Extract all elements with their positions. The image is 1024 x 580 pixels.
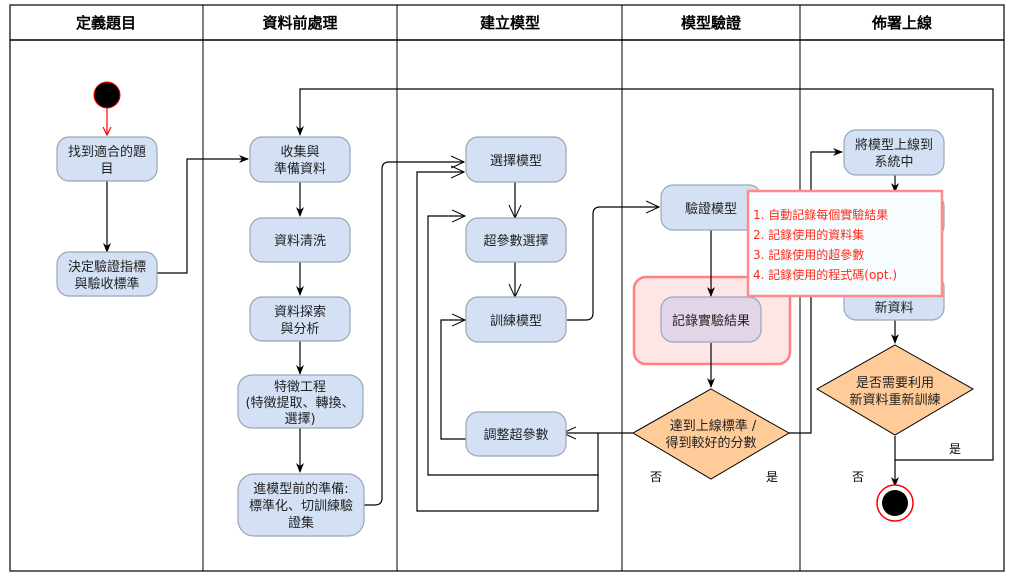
edge-label-quality-no: 否 [650,470,662,484]
node-select-model[interactable]: 選擇模型 [465,136,567,183]
note-item: 2. 記錄使用的資料集 [753,227,864,242]
node-label: 決定驗證指標 [68,259,146,275]
node-shape [465,296,567,343]
node-label: 超參數選擇 [483,233,548,249]
decision-label: 達到上線標準 / [670,418,757,434]
decision-retrain[interactable]: 是否需要利用 新資料重新訓練 [815,344,975,436]
edge-train-to-verify [567,207,659,321]
node-label: 選擇模型 [490,153,542,169]
edge-label-quality-yes: 是 [766,470,778,484]
node-label: 選擇) [284,411,315,427]
node-label: 找到適合的題 [68,144,146,160]
decision-label: 新資料重新訓練 [849,392,940,408]
initial-node[interactable] [93,81,121,109]
node-label: 證集 [288,515,314,531]
edge-label-retrain-yes: 是 [949,442,961,456]
node-shape [56,251,158,297]
lane-title-validate: 模型驗證 [681,14,742,32]
node-label: 進模型前的準備: [253,481,348,497]
node-label: 與分析 [280,322,319,337]
node-label: 資料探索 [274,305,326,320]
node-label: 資料清洗 [274,234,326,249]
node-shape [249,136,351,183]
node-label: 驗證模型 [685,201,737,217]
node-label: 調整超參數 [483,428,548,443]
node-tune[interactable]: 調整超參數 [465,411,567,457]
decision-label: 得到較好的分數 [665,435,756,451]
node-label: 準備資料 [274,161,326,177]
edge-tune-to-train [440,320,466,440]
decision-quality[interactable]: 達到上線標準 / 得到較好的分數 [631,388,791,480]
node-shape [237,374,364,429]
node-shape [843,129,945,176]
node-shape [249,296,351,342]
node-label: 標準化、切訓練驗 [249,498,353,514]
decision-shape [815,344,975,436]
node-prepare[interactable]: 進模型前的準備: 標準化、切訓練驗 證集 [237,473,365,537]
node-shape [465,411,567,457]
node-shape [237,473,365,537]
lane-title-preprocess: 資料前處理 [262,14,337,32]
edge-prepare-to-select-model [364,162,464,506]
node-label: 新資料 [874,300,913,316]
edge-decide-metric-to-collect [157,155,249,274]
note-callout[interactable]: 1. 自動記錄每個實驗結果 2. 記錄使用的資料集 3. 記錄使用的超參數 4.… [746,189,944,298]
note-item: 1. 自動記錄每個實驗結果 [753,207,888,222]
edges [107,88,994,512]
node-shape [249,217,351,263]
node-shape [465,217,567,263]
node-label: 目 [100,162,113,177]
edge-loop-to-select-model [416,172,599,512]
edge-retrain-yes-to-collect [296,88,994,461]
node-label: 特徵工程 [274,380,326,395]
node-verify[interactable]: 驗證模型 [660,184,762,231]
node-collect[interactable]: 收集與 準備資料 [249,136,351,183]
note-box [746,189,944,298]
edge-label-retrain-no: 否 [852,470,864,484]
node-label: (特徵提取、轉換、 [245,395,354,411]
node-hyper-select[interactable]: 超參數選擇 [465,217,567,263]
node-record[interactable]: 記錄實驗結果 [660,296,762,343]
decision-shape [631,388,791,480]
node-label: 記錄實驗結果 [672,313,750,329]
node-feature[interactable]: 特徵工程 (特徵提取、轉換、 選擇) [237,374,364,429]
node-find-topic[interactable]: 找到適合的題 目 [56,136,158,182]
final-node-core [882,490,908,516]
node-shape [465,136,567,183]
node-shape [660,296,762,343]
note-item: 3. 記錄使用的超參數 [753,247,864,262]
node-shape [56,136,158,182]
node-deploy-system[interactable]: 將模型上線到 系統中 [843,129,945,176]
node-label: 訓練模型 [490,313,542,329]
node-clean[interactable]: 資料清洗 [249,217,351,263]
node-decide-metric[interactable]: 決定驗證指標 與驗收標準 [56,251,158,297]
final-node[interactable] [876,484,914,522]
decision-label: 是否需要利用 [856,376,934,391]
node-explore[interactable]: 資料探索 與分析 [249,296,351,342]
lane-title-define: 定義題目 [76,14,136,32]
node-label: 將模型上線到 [855,137,933,153]
edge-loop-to-hyper-select [427,216,599,476]
node-label: 收集與 [280,144,319,160]
node-train[interactable]: 訓練模型 [465,296,567,343]
node-label: 與驗收標準 [74,276,139,292]
node-label: 系統中 [874,155,913,170]
lane-title-build: 建立模型 [480,14,540,32]
note-item: 4. 記錄使用的程式碼(opt.) [753,267,897,282]
lane-title-deploy: 佈署上線 [871,14,932,32]
